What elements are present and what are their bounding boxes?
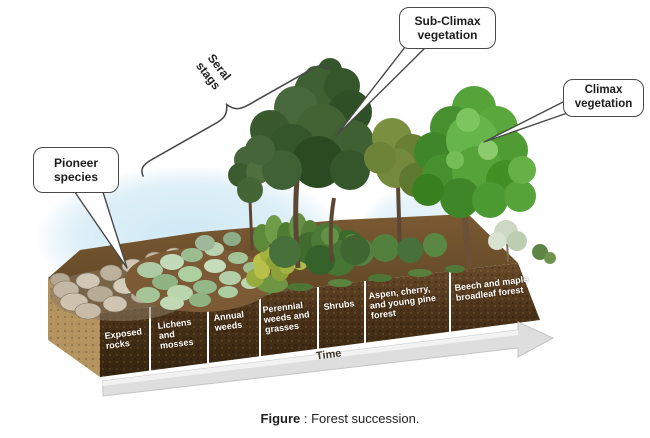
sub-climax-trees-illustration	[228, 58, 447, 269]
figure-caption: Figure : Forest succession.	[30, 411, 650, 426]
stage-label-lichens-mosses: Lichens and mosses	[157, 316, 194, 351]
stage-label-perennial-weeds: Perennial weeds and grasses	[262, 300, 311, 335]
figure-caption-prefix: Figure	[260, 411, 301, 426]
figure-caption-text: : Forest succession.	[300, 411, 420, 426]
lichens-mosses-illustration	[125, 232, 275, 312]
climax-vegetation-callout: Climax vegetation	[563, 79, 644, 117]
sub-climax-vegetation-callout: Sub-Climax vegetation	[399, 7, 496, 49]
seral-stages-brace	[141, 64, 331, 177]
time-arrow	[102, 321, 555, 397]
pioneer-species-callout: Pioneer species	[33, 147, 119, 193]
climax-tree-illustration	[412, 86, 556, 267]
stage-label-annual-weeds: Annual weeds	[213, 309, 245, 333]
